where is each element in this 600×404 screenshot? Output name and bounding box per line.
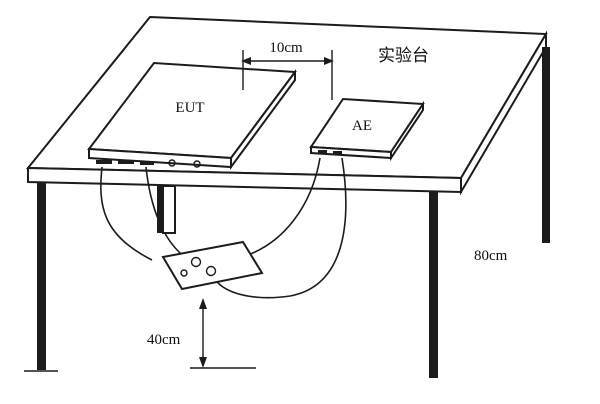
dimension-cable-height: 40cm <box>147 298 256 369</box>
eut-connector <box>193 160 201 168</box>
eut-port <box>96 160 112 164</box>
ae-side-face <box>390 100 424 162</box>
coupling-plate-hole <box>190 256 202 268</box>
cable-height-dimension-label: 40cm <box>147 332 181 348</box>
eut-port <box>140 161 154 165</box>
ae-label: AE <box>352 118 372 134</box>
bench-height-dimension-label: 80cm <box>474 248 508 264</box>
arrow-left-icon <box>241 57 251 65</box>
coupling-plate-hole <box>205 265 217 277</box>
eut-cable-1 <box>100 166 153 261</box>
coupling-plate-body <box>161 240 264 291</box>
table-leg-front-left <box>37 182 46 370</box>
ae-port <box>318 150 327 153</box>
eut-label: EUT <box>175 100 204 116</box>
eut-connector <box>168 159 176 167</box>
ae-device: AE <box>309 97 425 162</box>
ae-port <box>333 151 342 154</box>
table-leg-back-right <box>542 47 550 243</box>
ae-cable-2-sag-loop <box>212 157 347 299</box>
hanging-plate <box>157 185 176 234</box>
eut-side-face <box>230 68 296 171</box>
ae-cable-1 <box>241 157 321 258</box>
arrow-right-icon <box>324 57 334 65</box>
arrow-down-icon <box>199 357 207 368</box>
hanging-plate-face <box>162 185 176 234</box>
bench-label: 实验台 <box>378 46 429 65</box>
coupling-plate <box>161 240 264 291</box>
table-leg-front-right <box>429 192 438 378</box>
eut-port <box>118 160 134 164</box>
arrow-up-icon <box>199 298 207 309</box>
dimension-eut-ae-spacing: 10cm <box>241 40 334 100</box>
hanging-plate-edge <box>157 186 163 233</box>
coupling-plate-hole <box>180 269 188 277</box>
spacing-dimension-label: 10cm <box>269 40 303 56</box>
